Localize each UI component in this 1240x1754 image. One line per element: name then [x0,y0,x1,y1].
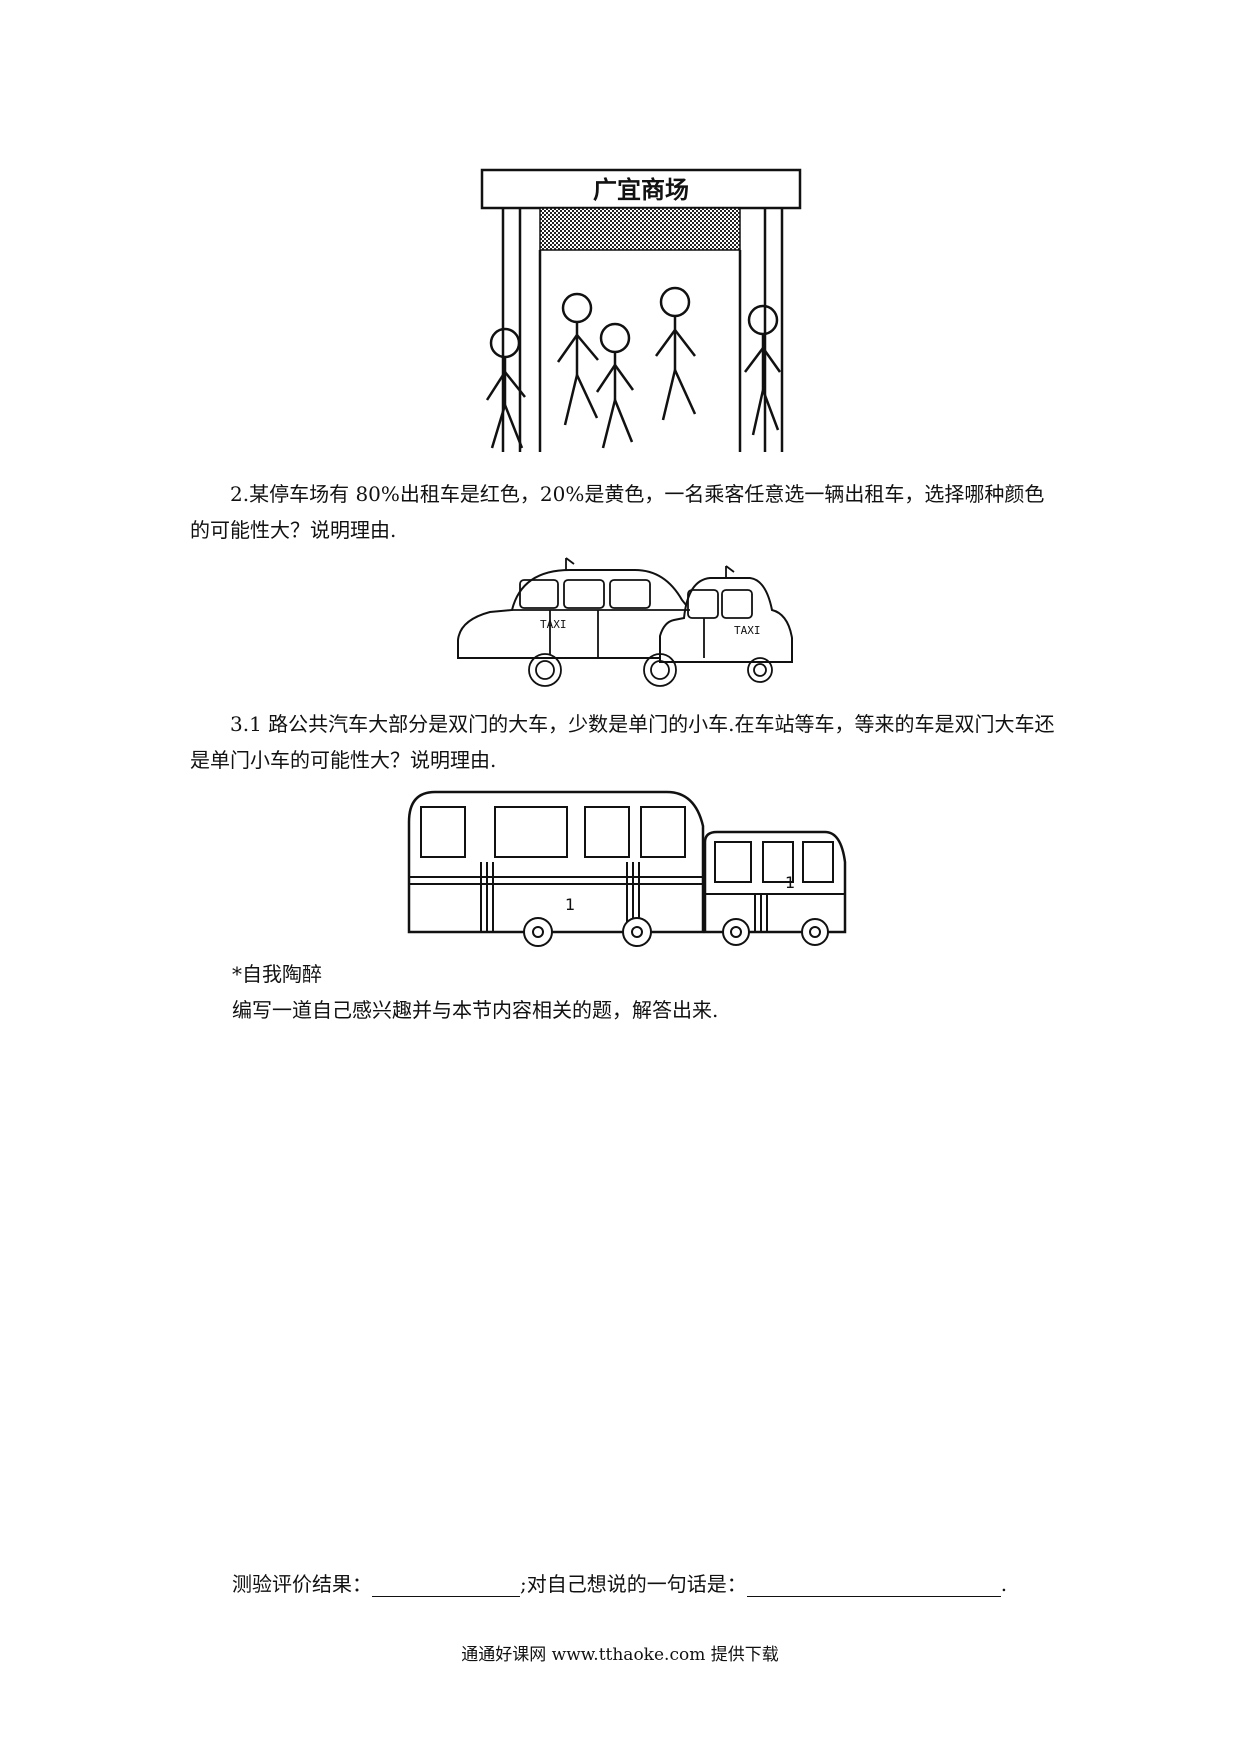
section-task: 编写一道自己感兴趣并与本节内容相关的题，解答出来. [232,998,719,1022]
evaluation-line: 测验评价结果： ;对自己想说的一句话是：. [232,1568,1007,1597]
self-note-blank[interactable] [746,1572,1001,1597]
taxis-illustration: TAXI TAXI [457,557,793,687]
question-2: 2.某停车场有 80%出租车是红色，20%是黄色，一名乘客任意选一辆出租车，选择… [190,482,1045,542]
mall-sign-text: 广宜商场 [593,175,689,204]
buses-illustration: 1 1 [407,790,847,947]
mall-entrance-illustration: 广宜商场 [480,168,802,452]
taxi-label-large: TAXI [540,618,567,631]
question-3: 3.1 路公共汽车大部分是双门的大车，少数是单门的小车.在车站等车，等来的车是双… [190,712,1055,772]
bus-number-large: 1 [565,895,575,914]
eval-label: 测验评价结果： [232,1572,372,1596]
taxi-label-small: TAXI [734,624,761,637]
eval-result-blank[interactable] [372,1572,520,1597]
page-footer: 通通好课网 www.tthaoke.com 提供下载 [461,1645,779,1665]
section-title: *自我陶醉 [232,962,322,986]
eval-separator: ;对自己想说的一句话是： [520,1572,747,1596]
bus-number-small: 1 [785,873,795,892]
eval-end: . [1000,1572,1008,1596]
